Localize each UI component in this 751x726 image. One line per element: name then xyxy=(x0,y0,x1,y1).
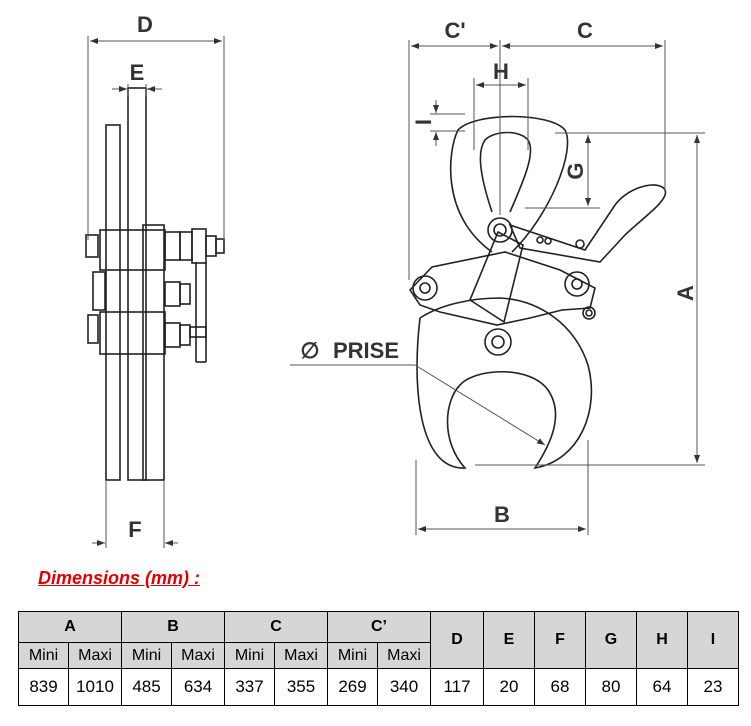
header-H: H xyxy=(636,611,688,669)
value-A-maxi: 1010 xyxy=(68,668,122,706)
value-C-prime-maxi: 340 xyxy=(377,668,431,706)
value-B-mini: 485 xyxy=(121,668,172,706)
value-C-maxi: 355 xyxy=(274,668,328,706)
subheader-B-mini: Mini xyxy=(121,642,172,669)
label-prise: PRISE xyxy=(333,338,399,363)
front-view-dimensions xyxy=(290,40,705,535)
value-B-maxi: 634 xyxy=(171,668,225,706)
front-view xyxy=(408,115,667,470)
value-E: 20 xyxy=(483,668,535,706)
value-A-mini: 839 xyxy=(18,668,69,706)
subheader-C-maxi: Maxi xyxy=(274,642,328,669)
value-G: 80 xyxy=(585,668,637,706)
dimensions-title: Dimensions (mm) : xyxy=(38,568,201,588)
subheader-A-maxi: Maxi xyxy=(68,642,122,669)
header-F: F xyxy=(534,611,586,669)
label-C: C xyxy=(577,18,593,43)
header-I: I xyxy=(687,611,739,669)
value-I: 23 xyxy=(687,668,739,706)
side-view-dimensions xyxy=(87,36,225,548)
value-H: 64 xyxy=(636,668,688,706)
header-B: B xyxy=(121,611,225,643)
subheader-B-maxi: Maxi xyxy=(171,642,225,669)
value-F: 68 xyxy=(534,668,586,706)
value-C-prime-mini: 269 xyxy=(327,668,378,706)
header-E: E xyxy=(483,611,535,669)
header-C-prime: C’ xyxy=(327,611,431,643)
header-C: C xyxy=(224,611,328,643)
value-C-mini: 337 xyxy=(224,668,275,706)
lifting-clamp-technical-drawing: D E F xyxy=(85,12,705,548)
dimensions-table: A B C C’ D E F G H I Mini Maxi Mini Maxi… xyxy=(18,611,739,706)
subheader-C-prime-maxi: Maxi xyxy=(377,642,431,669)
label-E: E xyxy=(130,60,145,85)
header-D: D xyxy=(430,611,484,669)
subheader-C-prime-mini: Mini xyxy=(327,642,378,669)
subheader-A-mini: Mini xyxy=(18,642,69,669)
side-view xyxy=(85,87,225,481)
label-H: H xyxy=(493,59,509,84)
header-G: G xyxy=(585,611,637,669)
label-B: B xyxy=(494,502,510,527)
label-I: I xyxy=(411,119,436,125)
label-A: A xyxy=(673,285,698,301)
subheader-C-mini: Mini xyxy=(224,642,275,669)
label-C-prime: C' xyxy=(444,18,465,43)
label-F: F xyxy=(128,517,141,542)
value-D: 117 xyxy=(430,668,484,706)
header-A: A xyxy=(18,611,122,643)
prise-diameter-symbol: ∅ xyxy=(300,338,319,363)
label-D: D xyxy=(137,12,153,37)
label-G: G xyxy=(563,162,588,179)
